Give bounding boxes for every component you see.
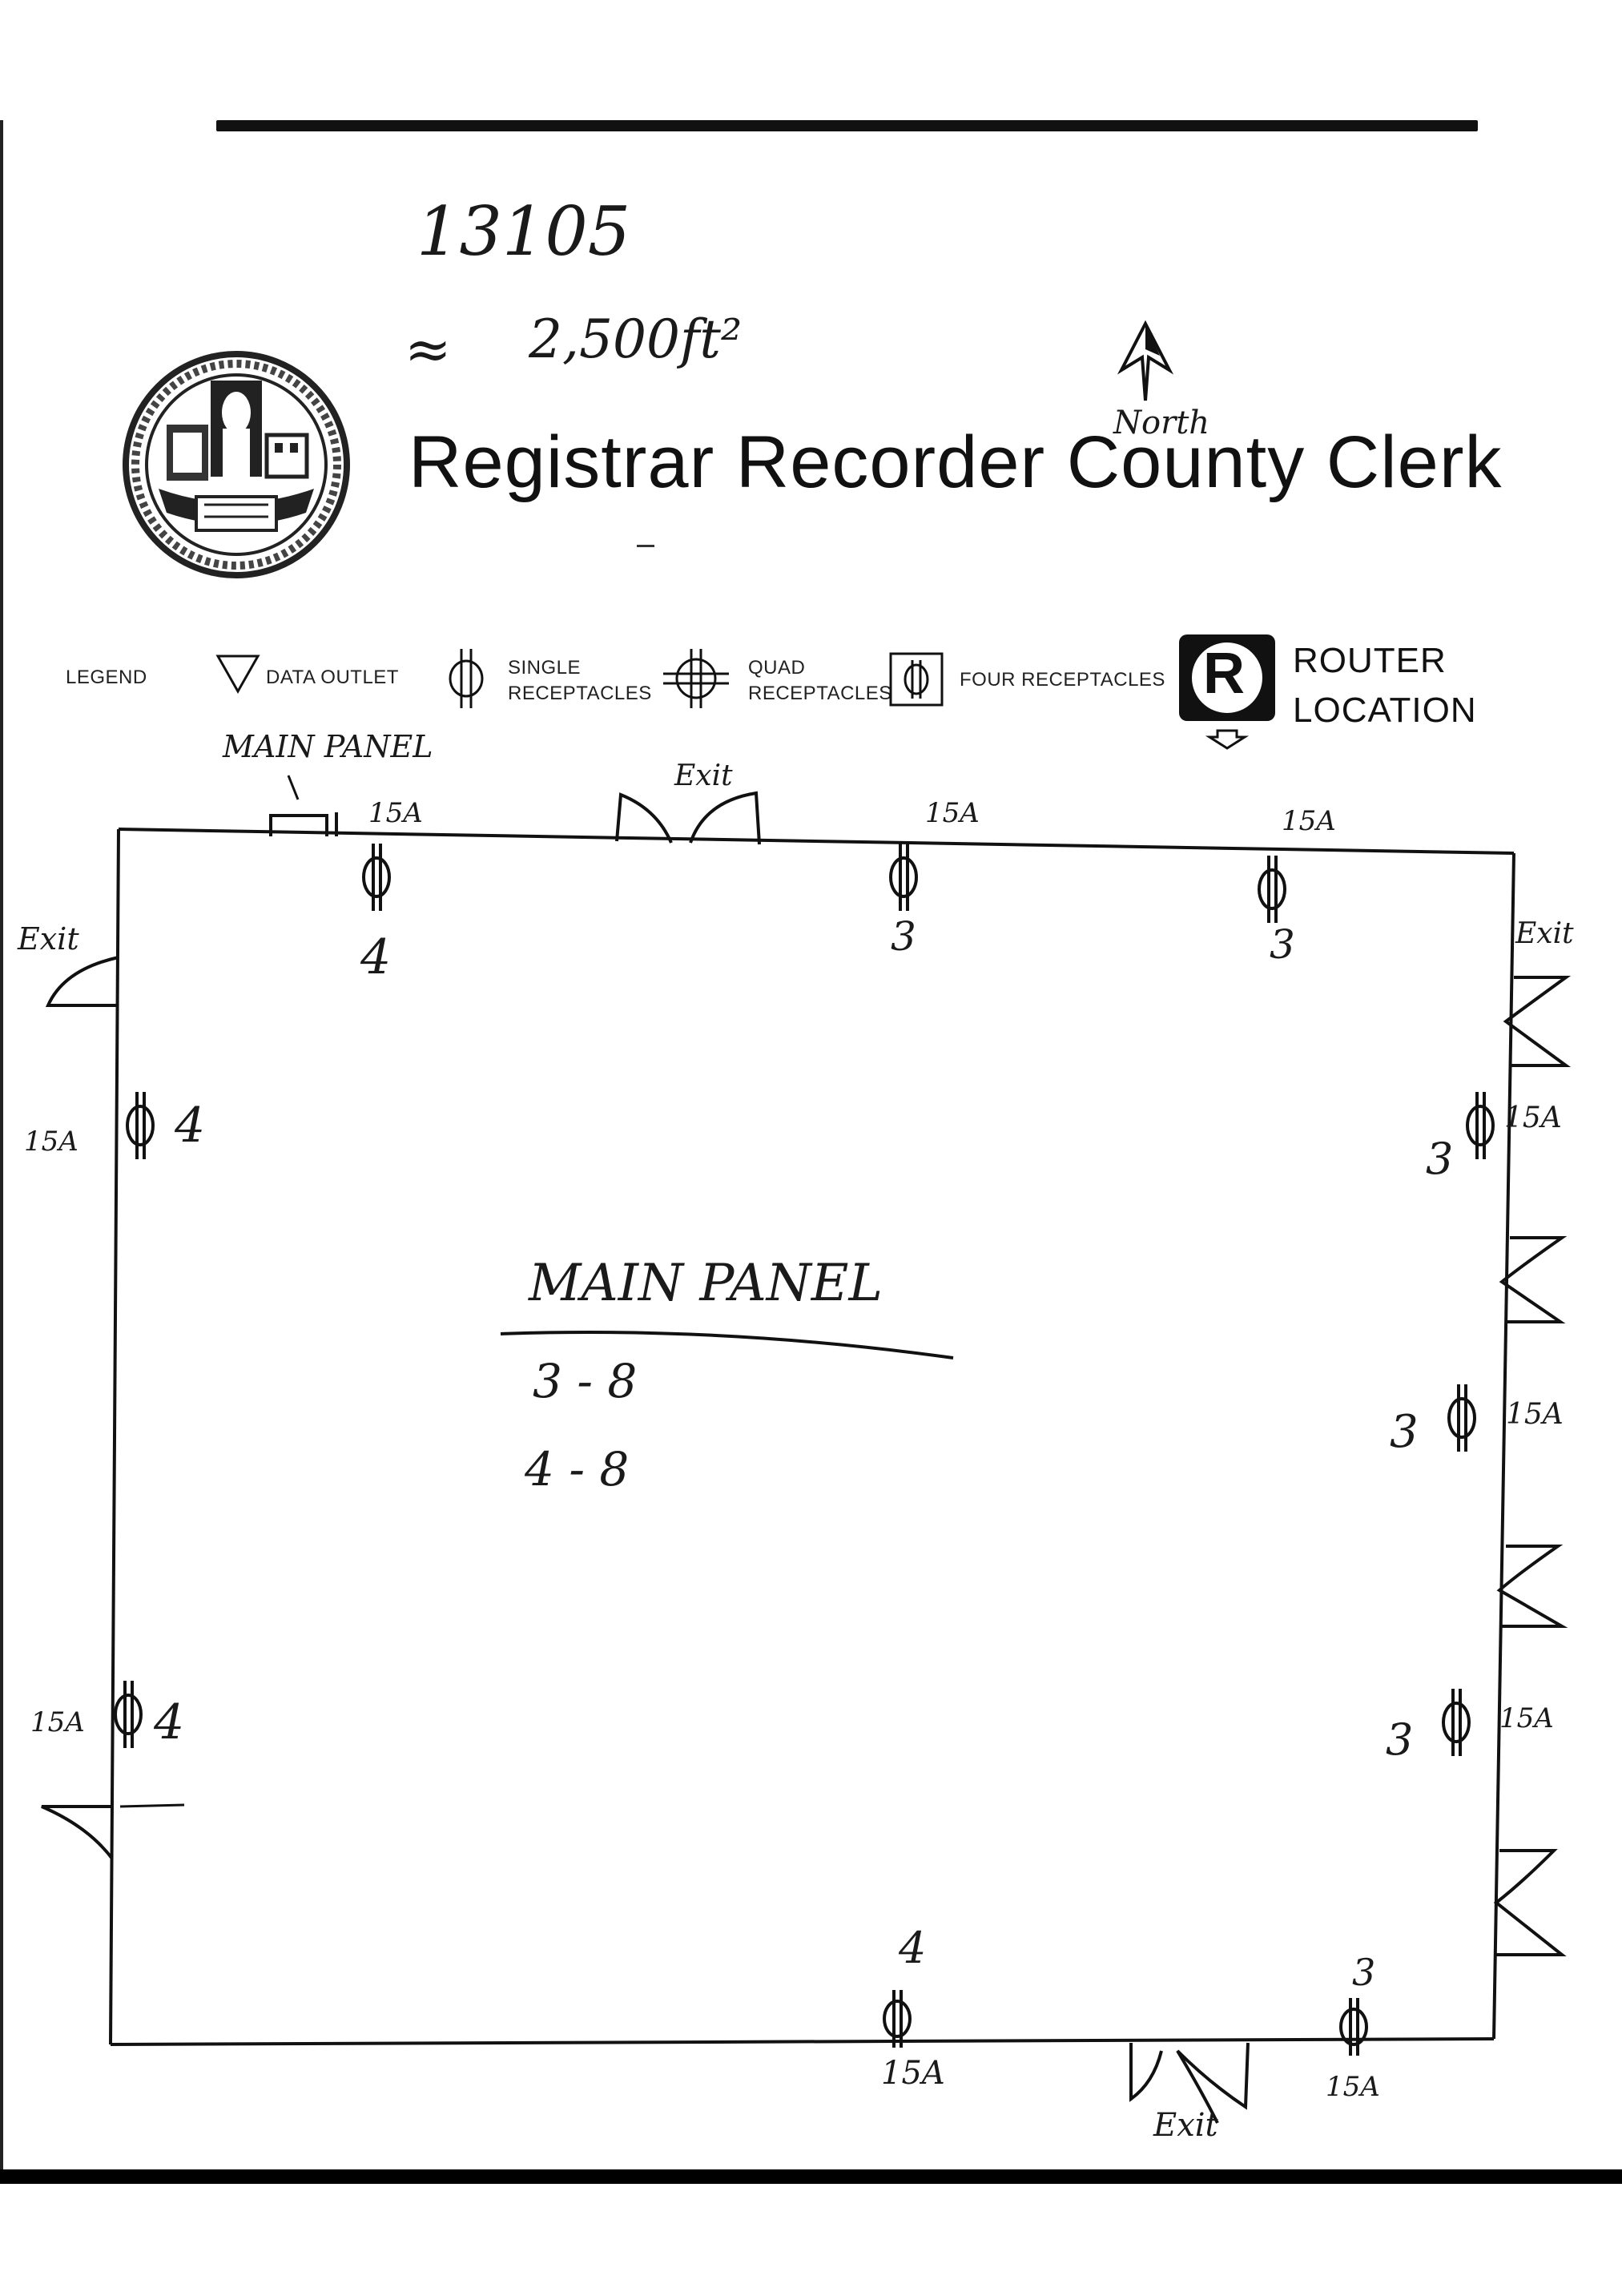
center-line-1: 3 - 8: [533, 1354, 638, 1408]
north-arrow-icon: [1117, 320, 1174, 401]
receptacle-amp: 15A: [368, 797, 423, 829]
legend-router-line2: LOCATION: [1293, 691, 1477, 730]
wall-right: [1492, 852, 1515, 2040]
receptacle-amp: 15A: [30, 1706, 85, 1738]
four-receptacle-icon: [889, 652, 944, 707]
left-page-edge: [0, 120, 3, 2179]
exit-top-label: Exit: [674, 759, 733, 792]
site-number: 13105: [417, 192, 631, 271]
wall-bottom: [110, 2037, 1495, 2046]
receptacle-count: 3: [1386, 1714, 1414, 1765]
exit-right-label: Exit: [1515, 917, 1574, 950]
stray-mark: [637, 545, 654, 547]
receptacle-count: 3: [1390, 1406, 1419, 1458]
data-outlet-triangle-icon: [215, 655, 260, 695]
legend-label: LEGEND: [66, 667, 147, 688]
receptacle-amp: 15A: [881, 2055, 945, 2092]
legend-quad-line1: QUAD: [748, 657, 806, 679]
legend-single-line1: SINGLE: [508, 657, 582, 679]
county-seal-icon: [123, 351, 350, 578]
wall-top: [118, 828, 1515, 855]
main-panel-leader: [287, 775, 300, 800]
legend-router-line1: ROUTER: [1293, 641, 1447, 680]
receptacle-count: 4: [175, 1098, 206, 1154]
main-panel-callout: MAIN PANEL: [223, 729, 433, 764]
receptacle-count: 4: [899, 1923, 927, 1973]
receptacle-symbol: [114, 844, 1495, 2056]
receptacle-count: 3: [891, 913, 916, 960]
exit-bottom-label: Exit: [1153, 2107, 1218, 2144]
wall-left: [109, 828, 120, 2045]
receptacle-amp: 15A: [1326, 2071, 1380, 2103]
center-line-2: 4 - 8: [525, 1442, 630, 1496]
area-label: 2,500ft²: [529, 308, 743, 370]
door-right-1: [1503, 976, 1572, 1067]
door-bottom-exit: [1129, 2042, 1250, 2124]
receptacle-amp: 15A: [1499, 1702, 1554, 1734]
exit-left-label: Exit: [18, 921, 79, 957]
receptacle-count: 3: [1270, 921, 1295, 968]
quad-receptacle-icon: [663, 649, 729, 708]
receptacle-count: 3: [1352, 1951, 1376, 1994]
router-glyph: R: [1203, 642, 1245, 706]
receptacle-amp: 15A: [925, 797, 980, 829]
door-right-3: [1496, 1545, 1568, 1628]
door-top-exit: [615, 791, 761, 845]
door-right-4: [1493, 1849, 1567, 1956]
door-left-top: [45, 956, 119, 1007]
bottom-page-edge: [0, 2169, 1622, 2184]
center-underline: [500, 1331, 954, 1359]
legend-quad-line2: RECEPTACLES: [748, 683, 892, 704]
top-rule: [216, 120, 1478, 131]
legend-four-receptacles: FOUR RECEPTACLES: [960, 669, 1165, 691]
router-location-icon: [1179, 634, 1275, 750]
receptacle-count: 3: [1426, 1134, 1454, 1184]
page-title: Registrar Recorder County Clerk: [409, 421, 1503, 503]
receptacle-count: 4: [360, 929, 392, 985]
center-heading: MAIN PANEL: [529, 1254, 883, 1313]
legend-single-line2: RECEPTACLES: [508, 683, 652, 704]
receptacle-amp: 15A: [1506, 1398, 1564, 1431]
receptacle-count: 4: [154, 1694, 185, 1750]
legend-data-outlet: DATA OUTLET: [266, 667, 399, 688]
receptacle-amp: 15A: [1504, 1102, 1562, 1134]
north-label: North: [1113, 405, 1210, 441]
main-panel-marker: [269, 812, 338, 836]
receptacle-amp: 15A: [1282, 805, 1336, 837]
receptacle-amp: 15A: [24, 1126, 78, 1158]
door-right-2: [1499, 1236, 1568, 1323]
single-receptacle-icon: [449, 649, 484, 708]
door-left-bottom: [41, 1805, 114, 1860]
wall-left-stub: [119, 1803, 185, 1808]
approx-symbol: ≈: [404, 316, 452, 382]
